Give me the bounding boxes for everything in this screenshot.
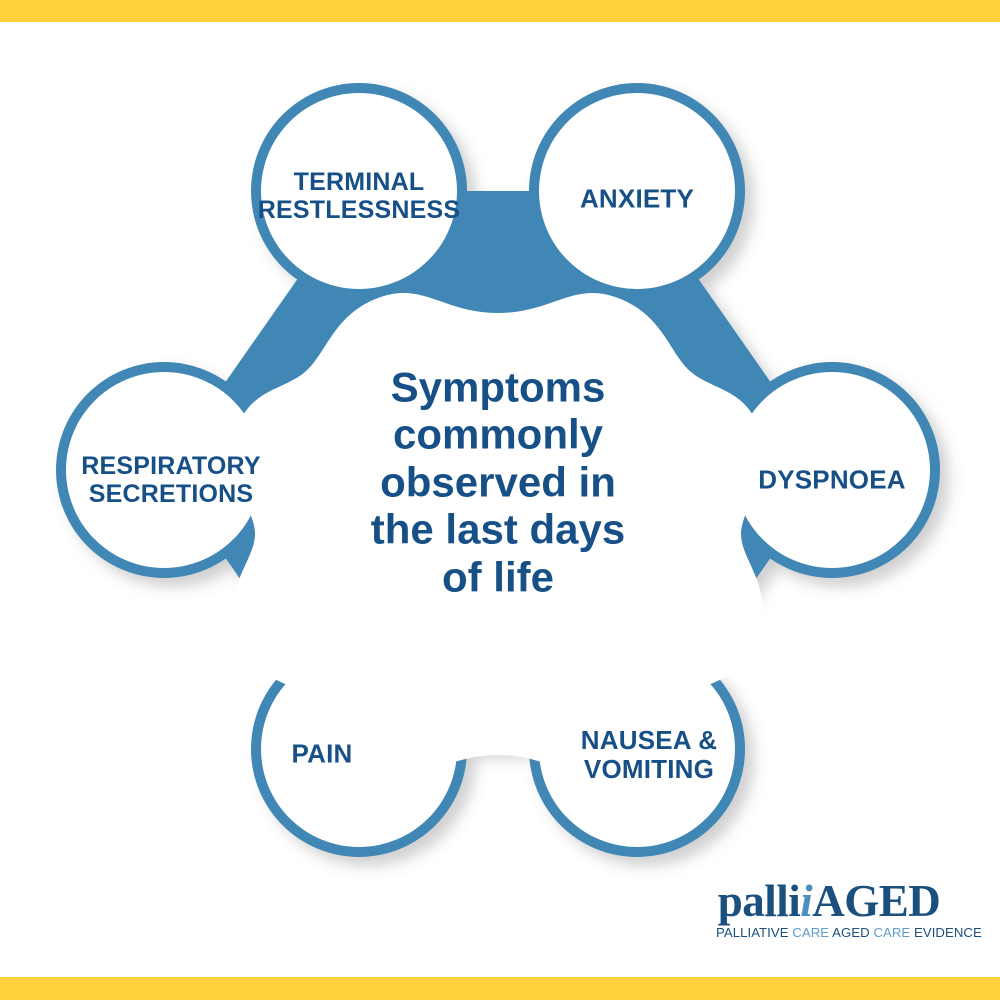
- top-accent-bar: [0, 0, 1000, 22]
- logo-tagline-care-2: CARE: [873, 925, 911, 940]
- palliaged-logo[interactable]: palliiAGED PALLIATIVE CARE AGED CARE EVI…: [716, 878, 982, 944]
- bottom-accent-bar: [0, 977, 1000, 1000]
- logo-tagline-evidence: EVIDENCE: [914, 925, 982, 940]
- bubble-terminal-restlessness[interactable]: [261, 93, 457, 289]
- satellite-bubbles: [66, 93, 930, 847]
- bubble-anxiety[interactable]: [539, 93, 735, 289]
- logo-tagline-care-1: CARE: [792, 925, 830, 940]
- logo-tagline-palliative: PALLIATIVE: [716, 925, 789, 940]
- bubble-dyspnoea[interactable]: [734, 372, 930, 568]
- logo-tagline-aged: AGED: [832, 925, 870, 940]
- logo-tagline: PALLIATIVE CARE AGED CARE EVIDENCE: [716, 925, 982, 940]
- bubble-pain[interactable]: [261, 651, 457, 847]
- bubble-respiratory-secretions[interactable]: [66, 372, 262, 568]
- logo-word-aged: AGED: [812, 876, 941, 926]
- logo-wordmark: palliiAGED: [716, 878, 942, 924]
- logo-word-palli: palli: [717, 876, 801, 926]
- bubble-nausea-vomiting[interactable]: [539, 651, 735, 847]
- logo-word-i: i: [800, 876, 813, 926]
